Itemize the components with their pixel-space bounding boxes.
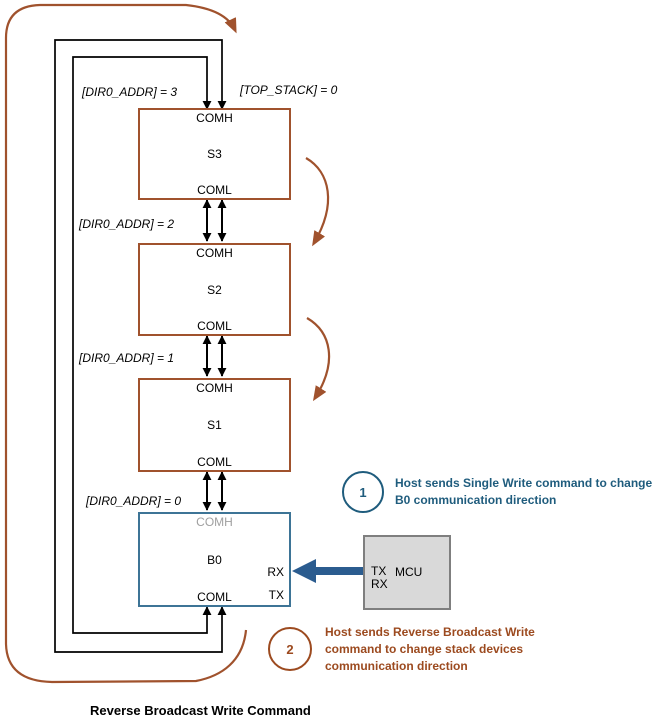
port-comh: COMH [196,381,233,395]
device-box-s3: COMH S3 COML [138,108,291,200]
mcu-port-tx: TX [371,564,387,578]
annotation-circle-1: 1 [342,471,384,513]
device-box-s1: COMH S1 COML [138,378,291,472]
annotation-number: 1 [359,484,367,500]
dir0-addr-label-3: [DIR0_ADDR] = 3 [82,85,178,99]
annotation-text-2: Host sends Reverse Broadcast Write comma… [325,625,535,673]
annotation-number: 2 [286,641,294,657]
port-coml: COML [197,455,232,469]
port-comh: COMH [196,515,233,529]
outer-daisy-chain-loop [54,39,227,653]
mcu-port-rx: RX [371,577,388,591]
device-name: S2 [207,282,222,297]
inner-daisy-chain-loop [72,56,212,634]
annotation-text-1: Host sends Single Write command to chang… [395,476,653,507]
mcu-to-b0-arrow [292,559,363,583]
port-coml: COML [197,319,232,333]
port-coml: COML [197,183,232,197]
dir0-addr-label-0: [DIR0_ADDR] = 0 [86,494,182,508]
device-name: S1 [207,418,222,432]
port-rx: RX [267,565,284,579]
top-stack-label: [TOP_STACK] = 0 [240,83,338,97]
device-name: S3 [207,147,222,161]
diagram-caption: Reverse Broadcast Write Command [90,703,311,718]
reverse-broadcast-loop-arrow [4,3,248,684]
port-coml: COML [197,590,232,604]
port-comh: COMH [196,246,233,260]
port-tx: TX [268,588,284,602]
dir0-addr-label-2: [DIR0_ADDR] = 2 [79,217,175,231]
port-comh: COMH [196,111,233,125]
device-name: B0 [207,552,222,567]
dir0-addr-label-1: [DIR0_ADDR] = 1 [79,351,175,365]
device-box-b0: COMH B0 COML RX TX [138,512,291,607]
device-box-s2: COMH S2 COML [138,243,291,336]
mcu-box: TX MCU RX [363,535,451,610]
s2-to-s1-direction-arrow [306,317,331,402]
s3-to-s2-direction-arrow [305,157,330,247]
mcu-name: MCU [395,565,423,579]
annotation-circle-2: 2 [268,627,312,671]
